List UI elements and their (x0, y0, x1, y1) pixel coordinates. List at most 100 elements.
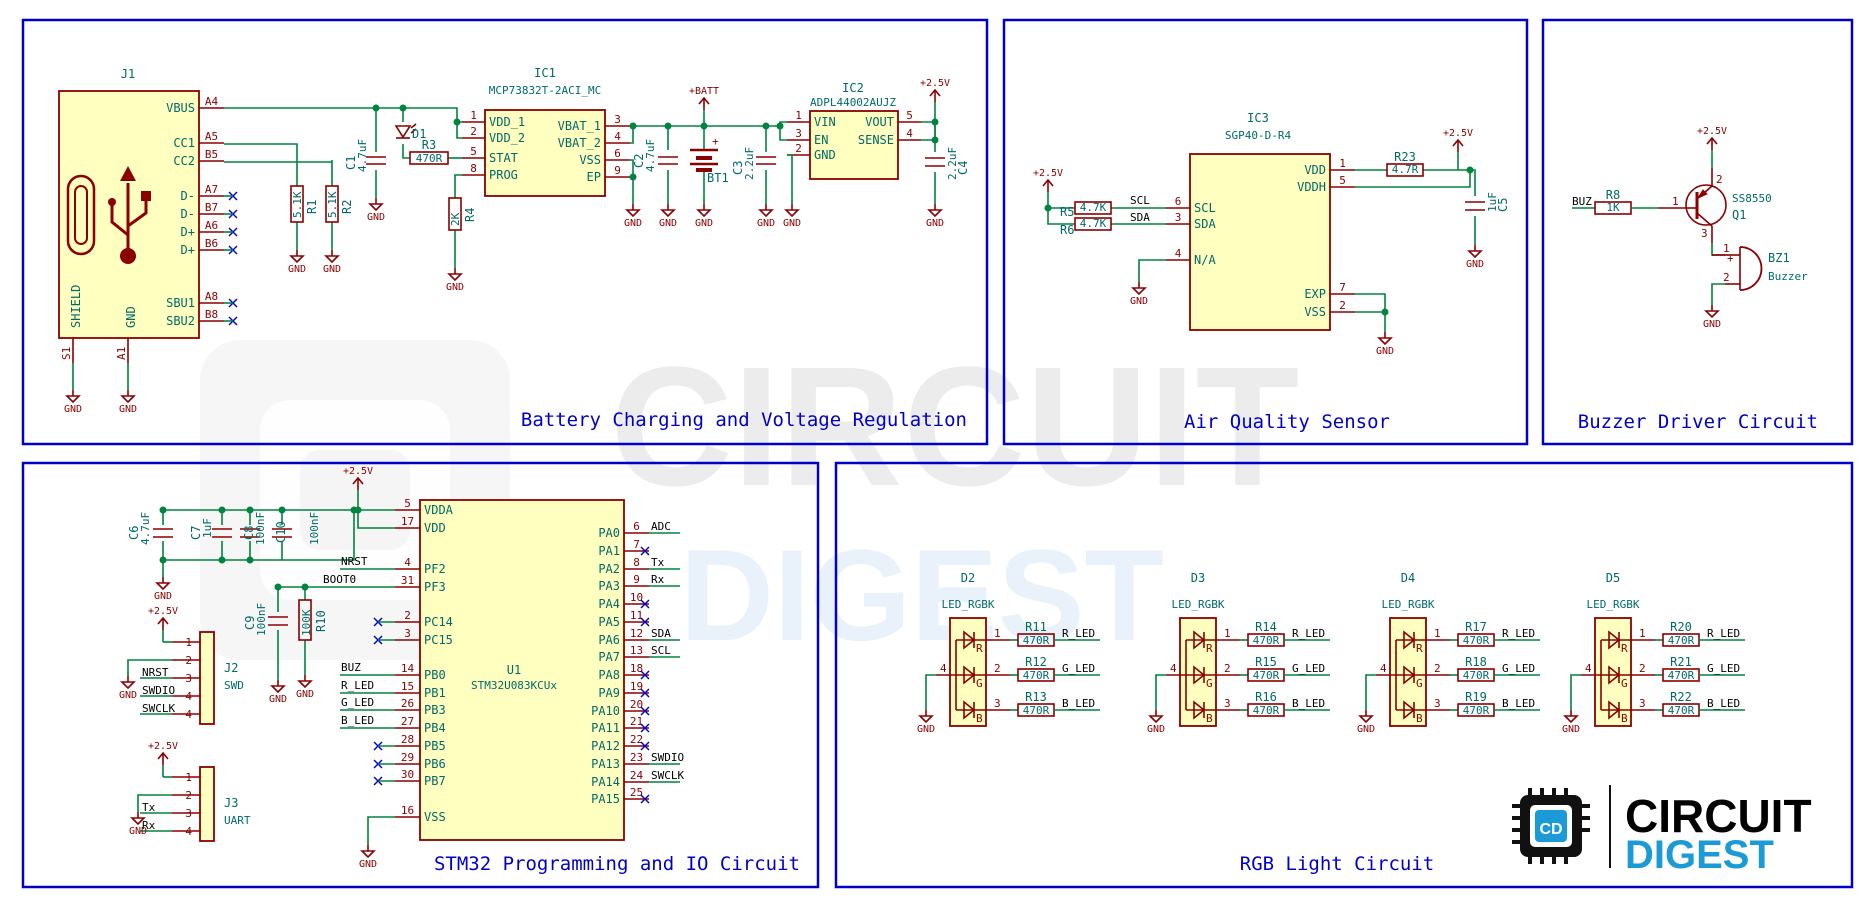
power-symbol: +2.5V (343, 466, 373, 490)
no-connect-marker (640, 599, 650, 609)
pin-number: 6 (633, 520, 640, 533)
pin-number: 2 (185, 789, 192, 802)
gnd-symbol: GND (624, 204, 642, 229)
pin-number: B7 (205, 201, 218, 214)
no-connect-marker (640, 617, 650, 627)
svg-text:R10: R10 (314, 610, 328, 632)
pin-name: PA1 (598, 544, 620, 558)
logo-monogram: CD (1539, 821, 1562, 838)
gnd-symbol: GND (269, 680, 287, 705)
resistor-ref: R11 (1025, 620, 1047, 634)
gnd-label: GND (269, 694, 287, 705)
gnd-label: GND (288, 264, 306, 275)
gnd-label: GND (1130, 296, 1148, 307)
power-label: +2.5V (343, 466, 373, 477)
pin-name: PB6 (424, 757, 446, 771)
pin-number: 23 (630, 751, 643, 764)
pin-number: 1 (470, 109, 477, 122)
pin-number: 3 (185, 672, 192, 685)
power-label: +BATT (689, 86, 719, 97)
gnd-label: GND (129, 826, 147, 837)
ic3-value: SGP40-D-R4 (1225, 129, 1292, 142)
q1-value: SS8550 (1732, 192, 1772, 205)
led-channel: R (1621, 642, 1628, 655)
no-connect-markers (224, 191, 650, 804)
pin-number: 1 (795, 109, 802, 122)
r4-ref: R4 (463, 208, 477, 222)
pin-number: 1 (1434, 627, 1441, 640)
gnd-symbol: GND (323, 250, 341, 275)
r4-resistor: 2K R4 (448, 197, 477, 231)
svg-text:4.7uF: 4.7uF (139, 512, 152, 545)
ic3-ref: IC3 (1247, 111, 1269, 125)
led-diode-icon (1396, 665, 1426, 685)
ic1-value: MCP73832T-2ACI_MC (489, 84, 602, 97)
gnd-symbol: GND (1357, 710, 1375, 735)
resistor-ref: R18 (1465, 655, 1487, 669)
frame-rgb (834, 461, 1854, 889)
led-channel: B (1206, 712, 1213, 725)
pin-number: 4 (1175, 247, 1182, 260)
ic2-ref: IC2 (842, 81, 864, 95)
power-label: +2.5V (1697, 126, 1727, 137)
buzzer-icon (1739, 246, 1763, 291)
led-diode-icon (1186, 630, 1216, 650)
c4-ref: C4 (956, 161, 970, 175)
resistor-ref: R22 (1670, 690, 1692, 704)
pin-number: 1 (1339, 157, 1346, 170)
pin-number: A8 (205, 290, 218, 303)
r2-ref: R2 (340, 200, 354, 214)
pin-name: PB1 (424, 686, 446, 700)
gnd-symbol: GND (1147, 710, 1165, 735)
led-channel: B (1621, 712, 1628, 725)
pin-name: CC2 (173, 154, 195, 168)
pin-number: 10 (630, 591, 643, 604)
bt1-battery: + BT1 (690, 135, 729, 185)
pin-number: 11 (630, 609, 643, 622)
gnd-label: GND (1466, 259, 1484, 270)
pin-name: VDDH (1297, 180, 1326, 194)
gnd-label: GND (1147, 724, 1165, 735)
pin-number: 19 (630, 680, 643, 693)
pin-number: 2 (1224, 662, 1231, 675)
pin-name: PA5 (598, 615, 620, 629)
connector-value: SWD (224, 679, 244, 692)
pin-name: PF2 (424, 562, 446, 576)
r8-value: 1K (1606, 201, 1620, 214)
gnd-symbol: GND (367, 198, 385, 223)
power-label: +2.5V (148, 606, 178, 617)
pin-name: PA14 (591, 775, 620, 789)
resistor-value: 470R (1668, 669, 1695, 682)
frame-air-quality (1002, 18, 1529, 446)
net-label: NRST (142, 666, 169, 679)
gnd-symbol: GND (296, 675, 314, 700)
section-title-stm32: STM32 Programming and IO Circuit (434, 853, 800, 875)
pin-number: 21 (630, 715, 643, 728)
bz1-value: Buzzer (1768, 270, 1808, 283)
led-channel: G (1416, 677, 1423, 690)
c1-capacitor: C1 4.7uF (344, 139, 386, 172)
gnd-symbol: GND (119, 676, 137, 701)
pin-number: 3 (1639, 697, 1646, 710)
c5-ref: C5 (1496, 198, 1510, 212)
pin-name: PA10 (591, 704, 620, 718)
resistor-ref: R19 (1465, 690, 1487, 704)
gnd-symbol: GND (783, 204, 801, 229)
c6-capacitor: C6 4.7uF (127, 512, 173, 545)
net-label: R_LED (1502, 627, 1535, 640)
pin-number: 2 (1339, 299, 1346, 312)
c3-value: 2.2uF (743, 147, 756, 180)
pin-number: 29 (401, 751, 414, 764)
led-channel: G (1206, 677, 1213, 690)
led-diode-icon (956, 630, 986, 650)
power-label: +2.5V (1033, 168, 1063, 179)
j1-gnd-label: GND (124, 306, 138, 328)
pin-number: 2 (470, 125, 477, 138)
gnd-symbol: GND (154, 577, 172, 602)
r23-ref: R23 (1394, 150, 1416, 164)
resistor-value: 470R (1668, 634, 1695, 647)
led-diode-icon (1601, 700, 1631, 720)
